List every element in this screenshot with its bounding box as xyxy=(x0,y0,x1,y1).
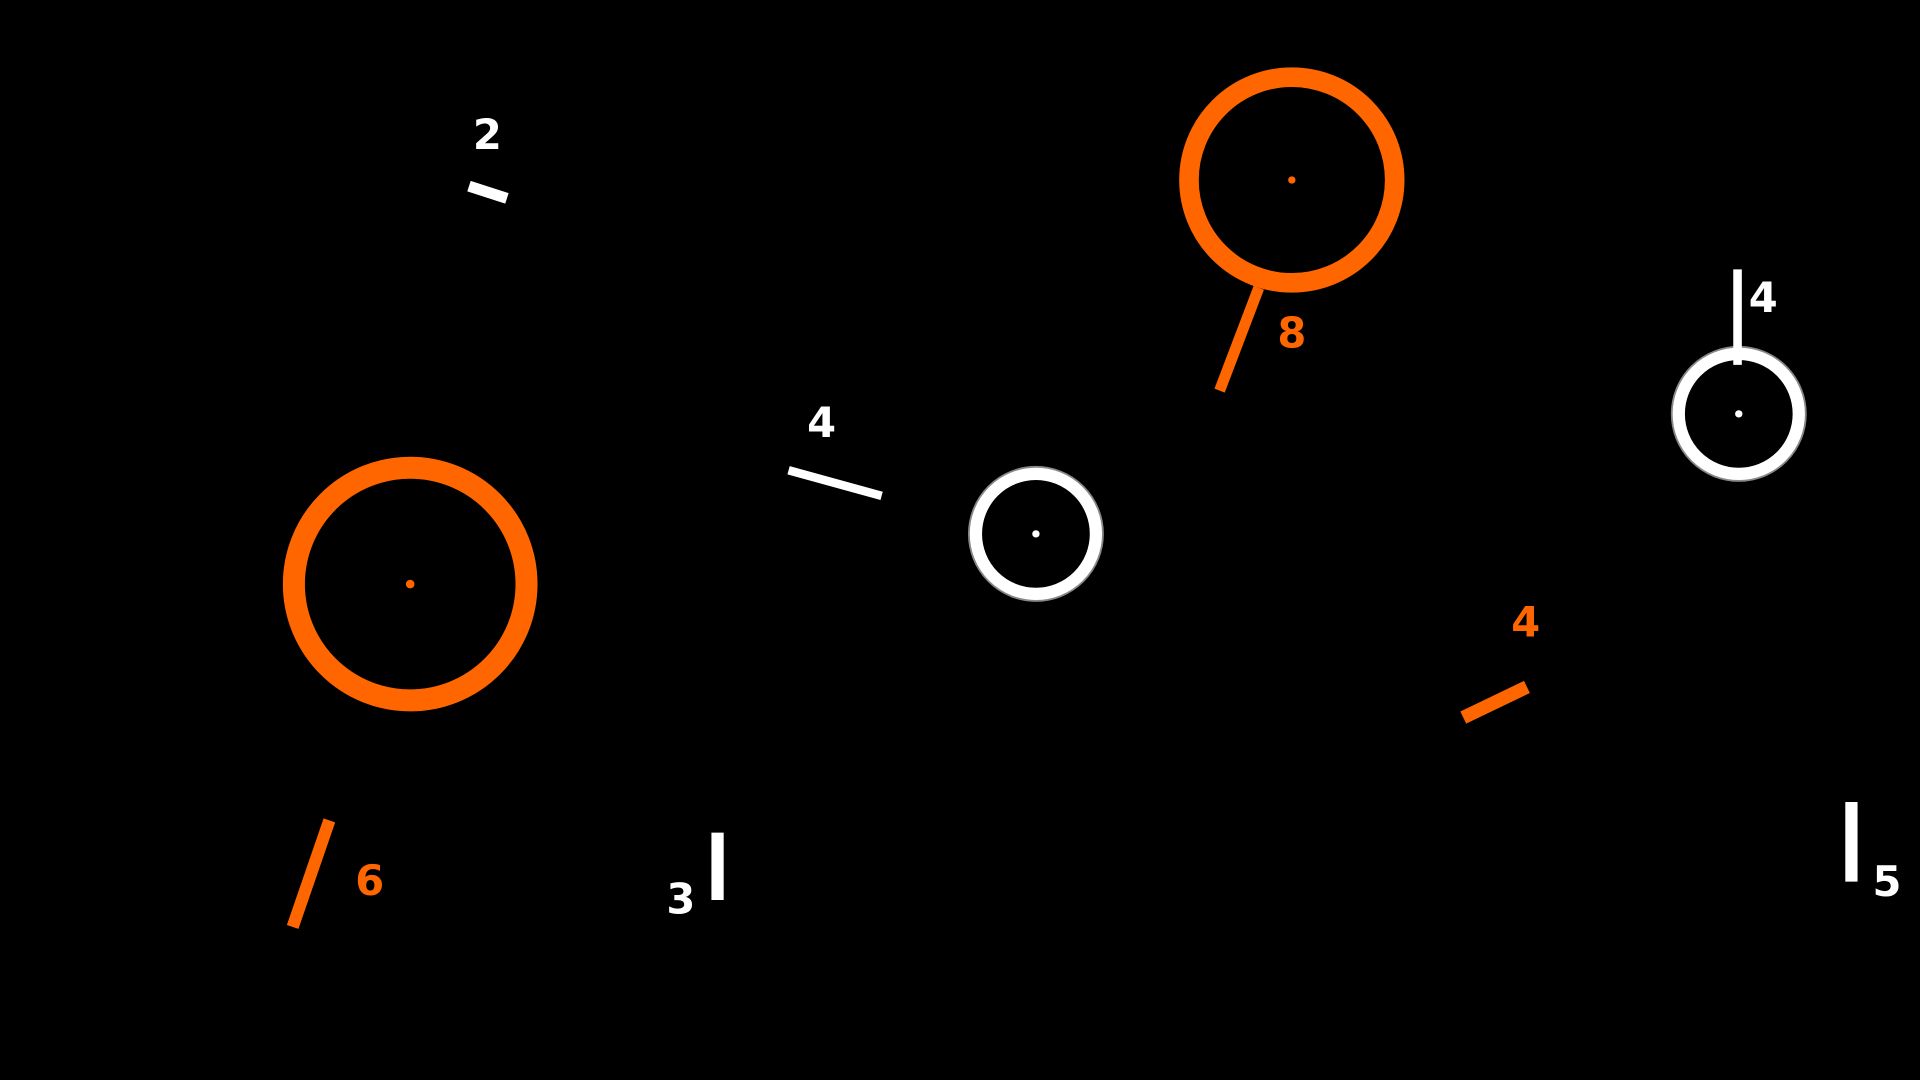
stick-label: 8 xyxy=(1277,309,1306,358)
ring-center-dot xyxy=(1032,530,1040,538)
ring-center-dot xyxy=(1288,176,1296,184)
stick-label: 3 xyxy=(666,874,695,923)
stick-4-white-center[interactable] xyxy=(787,466,883,501)
stick-label: 4 xyxy=(1511,598,1540,647)
stick-4-orange[interactable] xyxy=(1460,680,1530,724)
stick-8[interactable] xyxy=(1214,285,1264,393)
white-ring-right[interactable] xyxy=(1670,345,1807,482)
ring-center-dot xyxy=(1735,410,1743,418)
stick-label: 4 xyxy=(807,398,836,447)
white-ring-center[interactable] xyxy=(967,465,1104,602)
stick-6[interactable] xyxy=(286,818,336,929)
stick-label: 2 xyxy=(473,110,502,159)
stick-label: 6 xyxy=(355,856,384,905)
stick-2[interactable] xyxy=(467,180,509,204)
ring-center-dot xyxy=(405,579,415,589)
stick-label: 4 xyxy=(1749,273,1778,322)
orange-ring-top[interactable] xyxy=(1179,67,1405,293)
orange-ring-left[interactable] xyxy=(282,456,538,712)
stick-label: 5 xyxy=(1872,857,1901,906)
